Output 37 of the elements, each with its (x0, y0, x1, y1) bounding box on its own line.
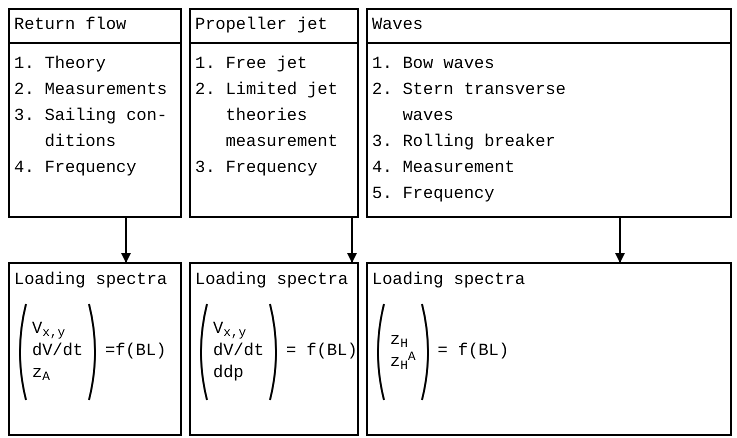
formula-term: V$_{x,y}$ (213, 319, 248, 341)
list-item: 4. Frequency (14, 158, 138, 180)
formula-term: dV/dt (32, 341, 84, 363)
box-heading: Return flow (14, 16, 126, 35)
box-heading: Loading spectra (372, 270, 526, 292)
list-item: 3. Frequency (195, 158, 318, 180)
arrow (615, 218, 625, 263)
topic-box (366, 8, 732, 218)
formula-term: V$_{x,y}$ (32, 319, 66, 341)
list-item: 2. Measurements (14, 80, 168, 102)
arrow (347, 218, 357, 263)
formula-result: =f(BL) (105, 341, 166, 363)
topic-box (8, 8, 182, 218)
spectra-box (8, 262, 182, 436)
arrow (121, 218, 131, 263)
formula-term: ddp (213, 363, 245, 385)
list-item: 3. Sailing con- ditions (14, 106, 168, 154)
list-item: 1. Free jet (195, 54, 308, 76)
box-heading: Loading spectra (14, 270, 168, 292)
formula-result: = f(BL) (286, 341, 358, 363)
list-item: 3. Rolling breaker (372, 132, 557, 154)
formula-term: dV/dt (213, 341, 264, 363)
list-item: 2. Limited jet theories measurement (195, 80, 339, 154)
spectra-box (366, 262, 732, 436)
list-item: 1. Bow waves (372, 54, 496, 76)
spectra-box (189, 262, 359, 436)
formula-result: = f(BL) (438, 341, 509, 363)
list-item: 1. Theory (14, 54, 107, 76)
list-item: 5. Frequency (372, 184, 496, 206)
list-item: 2. Stern transverse waves (372, 80, 567, 128)
list-item: 4. Measurement (372, 158, 516, 180)
box-heading: Loading spectra (195, 270, 350, 292)
formula-term: z$_{H}$ (390, 330, 408, 352)
topic-box (189, 8, 359, 218)
box-heading: Waves (372, 16, 424, 35)
box-heading: Propeller jet (195, 16, 328, 35)
formula-term: z$_{A}$ (32, 363, 51, 385)
